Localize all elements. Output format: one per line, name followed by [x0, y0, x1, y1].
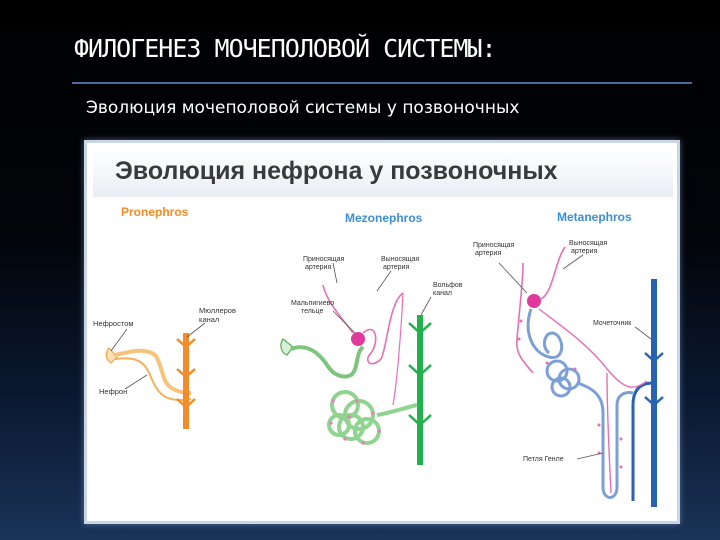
mezonephros-efferent-artery: [362, 292, 404, 365]
leader-line: [576, 452, 604, 460]
leader-line: [562, 254, 584, 270]
label-nephrostome: Нефростом: [93, 319, 134, 328]
metanephros-loop-of-henle: [576, 381, 634, 499]
mezonephros-duct: [417, 315, 423, 465]
metanephros-vessel-2: [606, 372, 612, 494]
leader-line: [332, 310, 356, 334]
pronephros-duct-branches: [176, 338, 196, 408]
slide-subtitle: Эволюция мочеполовой системы у позвоночн…: [86, 98, 520, 118]
metanephros-collecting-duct: [631, 381, 654, 501]
leader-line: [110, 328, 128, 352]
mezonephros-coils: [327, 390, 418, 445]
metanephros-coils: [545, 359, 581, 398]
figure-heading: Эволюция нефрона у позвоночных: [115, 157, 558, 185]
title-divider: [72, 82, 692, 84]
pronephros-duct: [183, 333, 189, 429]
label-met-afferent-1: Приносящая: [473, 242, 515, 249]
nephrostome-funnel: [105, 347, 118, 364]
label-mez-efferent-1: Выносящая: [381, 256, 419, 263]
label-met-afferent-2: артерия: [475, 250, 501, 257]
pronephros-drawing: [105, 322, 206, 429]
mezonephros-funnel: [280, 338, 294, 356]
mezonephros-drawing: [280, 262, 432, 465]
leader-line: [498, 262, 528, 294]
slide-title: ФИЛОГЕНЕЗ МОЧЕПОЛОВОЙ СИСТЕМЫ:: [74, 34, 497, 63]
nephron-evolution-figure: Эволюция нефрона у позвоночных Pronephro…: [84, 140, 680, 524]
leader-line: [124, 374, 148, 390]
label-loop-of-henle: Петля Генле: [523, 456, 564, 463]
label-muller-canal-2: канал: [199, 315, 219, 324]
mezonephros-afferent-artery: [322, 284, 354, 334]
label-met-efferent-2: артерия: [571, 248, 597, 255]
label-mez-afferent-1: Приносящая: [303, 256, 345, 263]
metanephros-tubule-upper: [526, 308, 564, 360]
leader-line: [332, 262, 338, 284]
label-ureter: Мочеточник: [593, 320, 632, 327]
leader-line: [420, 296, 432, 316]
label-met-efferent-1: Выносящая: [569, 240, 607, 247]
metanephros-vessel-1: [538, 308, 648, 388]
mezonephros-glomerulus: [351, 332, 365, 346]
heading-band: [93, 147, 673, 197]
label-malpighian-1: Мальпигиево: [291, 300, 334, 307]
leader-line: [634, 326, 652, 340]
metanephros-afferent-artery: [515, 262, 534, 374]
mezonephros-tubule-upper: [290, 345, 365, 379]
label-wolffian-2: канал: [433, 290, 452, 297]
mezonephros-duct-branches: [408, 322, 432, 426]
leader-line: [186, 322, 206, 338]
panel-title-pronephros: Pronephros: [121, 205, 189, 219]
mezonephros-coil-dots: [329, 399, 381, 445]
metanephros-glomerulus: [527, 294, 541, 308]
metanephros-efferent-artery: [540, 246, 566, 300]
label-nephron: Нефрон: [99, 387, 127, 396]
panel-title-metanephros: Metanephros: [557, 210, 632, 224]
label-wolffian-1: Вольфов: [433, 282, 463, 289]
metanephros-drawing: [498, 246, 664, 507]
mezonephros-vessel: [392, 292, 404, 406]
leader-line: [376, 270, 392, 292]
label-malpighian-2: тельце: [301, 308, 323, 315]
panel-title-mezonephros: Mezonephros: [345, 211, 423, 225]
label-mez-efferent-2: артерия: [383, 264, 409, 271]
metanephros-ureter: [651, 279, 657, 507]
nephron-diagram: Эволюция нефрона у позвоночных Pronephro…: [93, 147, 673, 507]
label-muller-canal-1: Мюллеров: [199, 306, 236, 315]
metanephros-ureter-branches: [644, 352, 664, 406]
label-mez-afferent-2: артерия: [305, 264, 331, 271]
